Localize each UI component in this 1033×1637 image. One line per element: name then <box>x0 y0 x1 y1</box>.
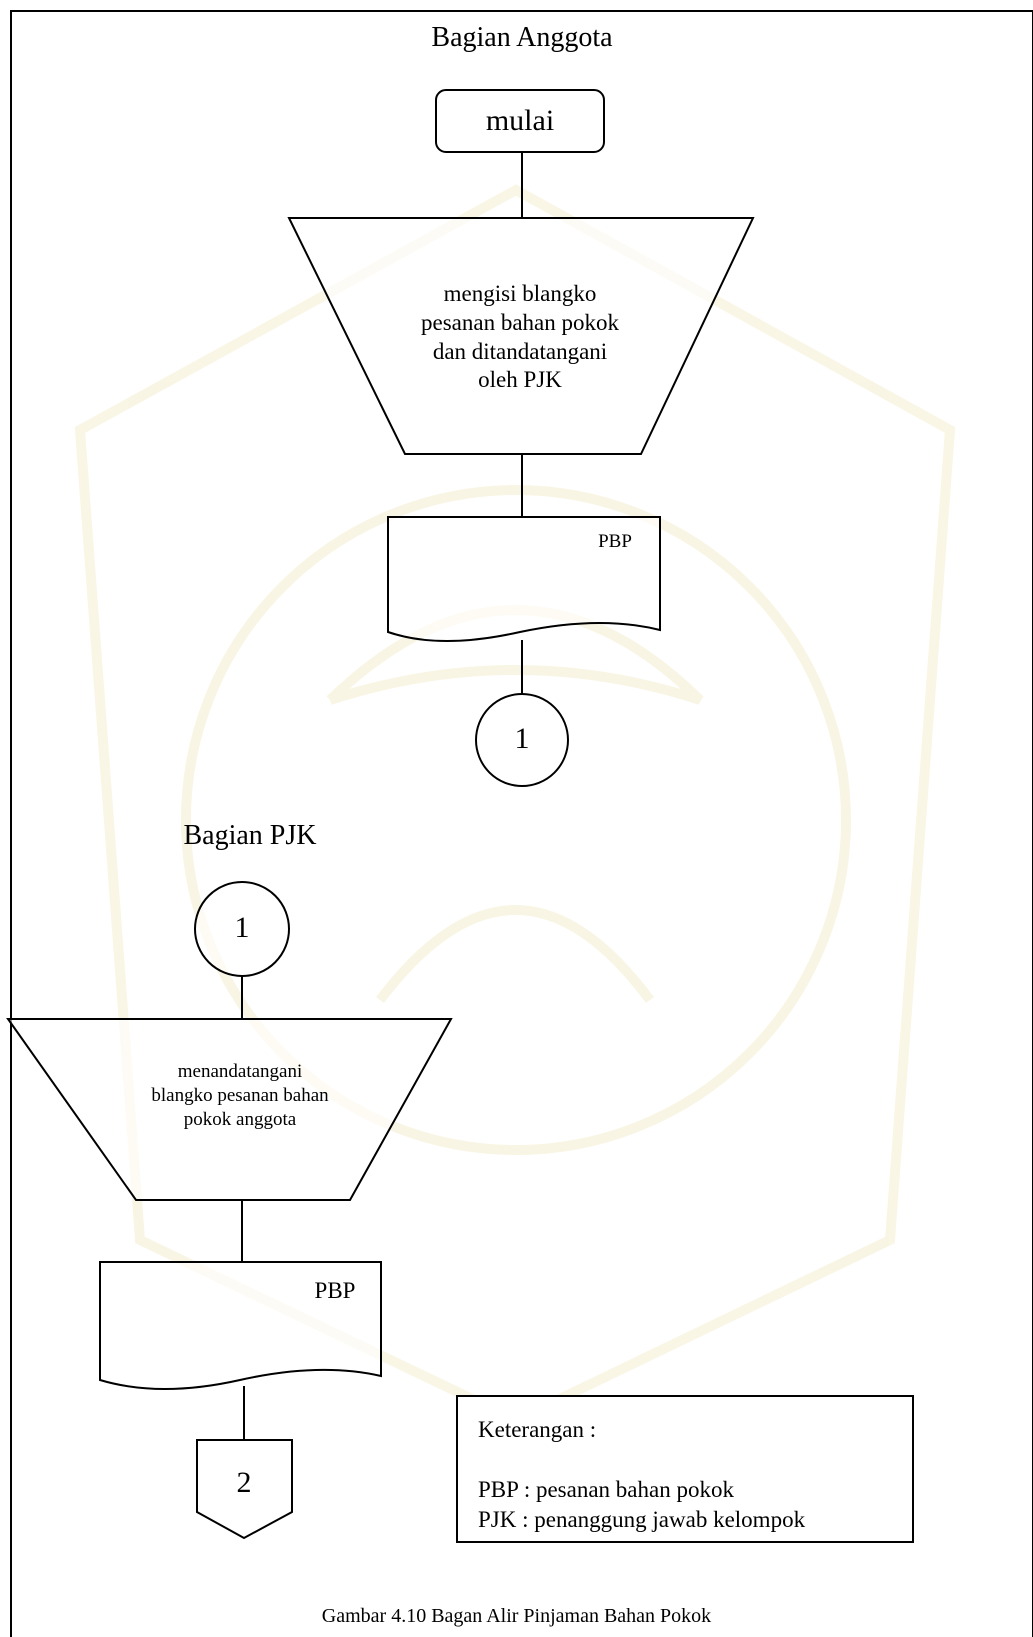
legend-item: PBP : pesanan bahan pokok <box>478 1477 734 1502</box>
legend-title: Keterangan : <box>478 1417 597 1442</box>
manual-operation-1-text: mengisi blangko pesanan bahan pokok dan … <box>380 280 660 395</box>
start-terminator <box>435 89 605 153</box>
legend-box <box>456 1395 914 1543</box>
document-1-label: PBP <box>598 531 632 552</box>
manual-operation-2-text: menandatangani blangko pesanan bahan pok… <box>110 1060 370 1131</box>
lane-title-anggota: Bagian Anggota <box>431 22 613 53</box>
manual-operation-2-line: pokok anggota <box>183 1108 297 1130</box>
document-2-label: PBP <box>314 1278 356 1303</box>
manual-operation-1 <box>287 217 755 455</box>
manual-operation-2 <box>6 1018 453 1201</box>
start-label: mulai <box>485 104 555 137</box>
diagram-border <box>10 10 1033 1637</box>
lane-title-pjk: Bagian PJK <box>183 820 317 851</box>
document-2 <box>99 1261 382 1390</box>
manual-operation-1-line: oleh PJK <box>478 367 562 393</box>
manual-operation-1-line: dan ditandatangani <box>432 338 608 364</box>
connector-1-out-label: 1 <box>514 722 530 755</box>
legend: Keterangan : PBP : pesanan bahan pokok P… <box>458 1397 913 1543</box>
manual-operation-2-line: menandatangani <box>177 1061 303 1082</box>
figure-caption: Gambar 4.10 Bagan Alir Pinjaman Bahan Po… <box>321 1605 712 1627</box>
manual-operation-1-line: mengisi blangko <box>443 281 597 306</box>
connector-1-in-label: 1 <box>234 911 250 944</box>
document-1 <box>387 516 661 642</box>
manual-operation-2-line: blangko pesanan bahan <box>151 1084 329 1106</box>
offpage-connector-2 <box>196 1439 293 1540</box>
manual-operation-1-line: pesanan bahan pokok <box>421 309 619 335</box>
connector-1-out <box>475 693 569 787</box>
offpage-connector-2-label: 2 <box>236 1466 252 1499</box>
connector-1-in <box>194 881 290 977</box>
legend-item: PJK : penanggung jawab kelompok <box>478 1507 806 1532</box>
